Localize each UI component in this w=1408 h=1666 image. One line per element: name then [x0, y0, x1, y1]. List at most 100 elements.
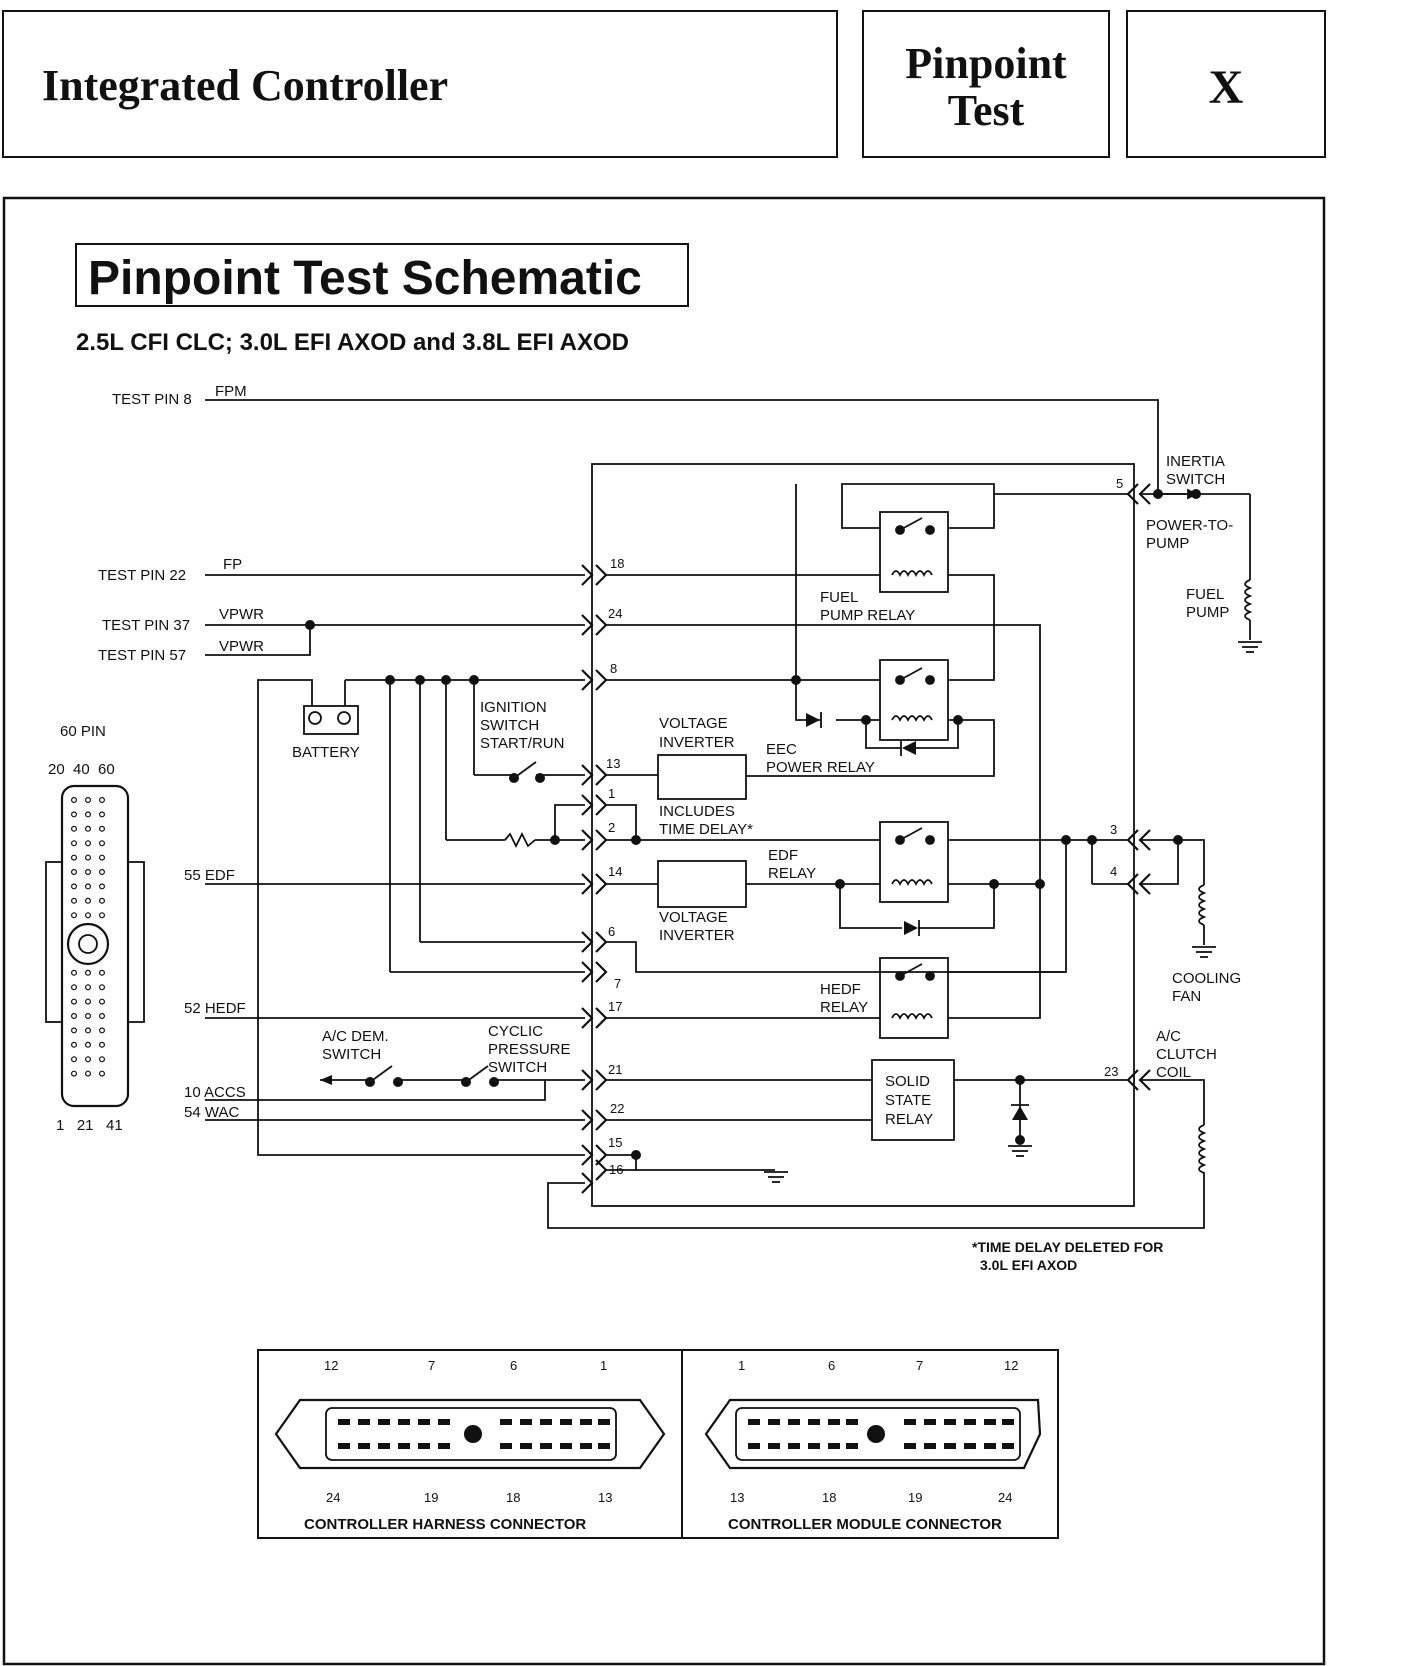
- pin60-pin: [98, 1041, 105, 1048]
- svg-text:PRESSURE: PRESSURE: [488, 1041, 571, 1058]
- svg-text:16: 16: [609, 1162, 623, 1177]
- connector-pin: [438, 1419, 450, 1425]
- svg-text:7: 7: [428, 1358, 435, 1373]
- connector-pin: [520, 1419, 532, 1425]
- pin60-pin: [98, 854, 105, 861]
- pin60-pin: [70, 998, 77, 1005]
- svg-text:7: 7: [916, 1358, 923, 1373]
- svg-text:5: 5: [1116, 476, 1123, 491]
- harness-label: CONTROLLER HARNESS CONNECTOR: [304, 1516, 586, 1533]
- connector-pin: [904, 1419, 916, 1425]
- pin60-pin: [98, 897, 105, 904]
- voltage-inverter-2: [657, 860, 747, 908]
- pin60-pin: [70, 868, 77, 875]
- label-52-hedf: 52 HEDF: [184, 1000, 246, 1017]
- connector-pin: [964, 1443, 976, 1449]
- svg-text:12: 12: [1004, 1358, 1018, 1373]
- svg-text:START/RUN: START/RUN: [480, 735, 564, 752]
- pin60-pin: [84, 897, 91, 904]
- label-fp: FP: [223, 556, 242, 573]
- footnote-1: *TIME DELAY DELETED FOR: [972, 1239, 1163, 1255]
- load-coils: [1158, 488, 1253, 1174]
- pin60-pin: [98, 811, 105, 818]
- connector-pin: [788, 1443, 800, 1449]
- connector-pin: [984, 1443, 996, 1449]
- svg-text:IGNITION: IGNITION: [480, 699, 547, 716]
- connector-pin: [846, 1443, 858, 1449]
- battery-symbol: [303, 705, 359, 735]
- relay-internals: [891, 517, 935, 1021]
- pin60-title: 60 PIN: [60, 723, 106, 740]
- connector-pin: [924, 1443, 936, 1449]
- svg-text:INVERTER: INVERTER: [659, 927, 735, 944]
- pin60-pin: [98, 1070, 105, 1077]
- svg-text:POWER RELAY: POWER RELAY: [766, 759, 875, 776]
- pin60-pin: [70, 1027, 77, 1034]
- pin60-pin: [70, 984, 77, 991]
- header-title-box: [2, 10, 838, 158]
- svg-text:CLUTCH: CLUTCH: [1156, 1046, 1217, 1063]
- pin60-pin: [84, 1012, 91, 1019]
- schematic-heading-box: [75, 243, 689, 307]
- svg-text:24: 24: [326, 1490, 340, 1505]
- label-test-pin-8: TEST PIN 8: [112, 391, 192, 408]
- pin60-pin: [70, 811, 77, 818]
- pin60-pin: [84, 883, 91, 890]
- pin60-pin: [84, 1027, 91, 1034]
- connector-pin: [560, 1443, 572, 1449]
- svg-text:SWITCH: SWITCH: [480, 717, 539, 734]
- connector-pin: [358, 1419, 370, 1425]
- section-line2: Test: [947, 86, 1025, 135]
- svg-text:FAN: FAN: [1172, 988, 1201, 1005]
- connector-pin: [398, 1419, 410, 1425]
- connector-pin: [984, 1419, 996, 1425]
- connector-pin: [418, 1419, 430, 1425]
- pin60-pin: [70, 1056, 77, 1063]
- svg-text:A/C DEM.: A/C DEM.: [322, 1028, 389, 1045]
- pin60-bottom-numbers: 1 21 41: [56, 1117, 123, 1134]
- svg-text:17: 17: [608, 999, 622, 1014]
- header-letter-box: [1126, 10, 1326, 158]
- svg-text:SWITCH: SWITCH: [488, 1059, 547, 1076]
- connector-pin: [520, 1443, 532, 1449]
- svg-text:22: 22: [610, 1101, 624, 1116]
- pin60-pin: [70, 1012, 77, 1019]
- svg-text:4: 4: [1110, 864, 1117, 879]
- svg-text:SWITCH: SWITCH: [1166, 471, 1225, 488]
- pin60-pin: [70, 912, 77, 919]
- svg-text:INVERTER: INVERTER: [659, 734, 735, 751]
- connector-pin: [808, 1419, 820, 1425]
- svg-text:1: 1: [608, 786, 615, 801]
- svg-text:13: 13: [598, 1490, 612, 1505]
- page-title: Integrated Controller: [42, 61, 449, 110]
- svg-text:HEDF: HEDF: [820, 981, 861, 998]
- connector-pin: [338, 1443, 350, 1449]
- connector-pin: [438, 1443, 450, 1449]
- svg-text:STATE: STATE: [885, 1092, 931, 1109]
- connector-pin: [580, 1419, 592, 1425]
- junction-dots: [305, 489, 1201, 1160]
- label-55-edf: 55 EDF: [184, 867, 235, 884]
- pin60-pin: [98, 868, 105, 875]
- connector-pin: [378, 1419, 390, 1425]
- schematic-subtitle: 2.5L CFI CLC; 3.0L EFI AXOD and 3.8L EFI…: [76, 329, 629, 356]
- connectors-box: [257, 1349, 1059, 1539]
- pin60-pin: [84, 868, 91, 875]
- connector-pin: [598, 1443, 610, 1449]
- label-vpwr-1: VPWR: [219, 606, 264, 623]
- resistor-symbol: [504, 831, 536, 849]
- label-fpm: FPM: [215, 383, 247, 400]
- svg-text:VOLTAGE: VOLTAGE: [659, 715, 728, 732]
- label-10-accs: 10 ACCS: [184, 1084, 246, 1101]
- connector-pin: [560, 1419, 572, 1425]
- connector-pin: [924, 1419, 936, 1425]
- pin60-pin: [84, 854, 91, 861]
- svg-text:FUEL: FUEL: [1186, 586, 1224, 603]
- label-battery: BATTERY: [292, 744, 360, 761]
- pin60-pin: [70, 825, 77, 832]
- connector-pin: [540, 1419, 552, 1425]
- svg-text:EEC: EEC: [766, 741, 797, 758]
- svg-text:3: 3: [1110, 822, 1117, 837]
- svg-text:PUMP: PUMP: [1186, 604, 1229, 621]
